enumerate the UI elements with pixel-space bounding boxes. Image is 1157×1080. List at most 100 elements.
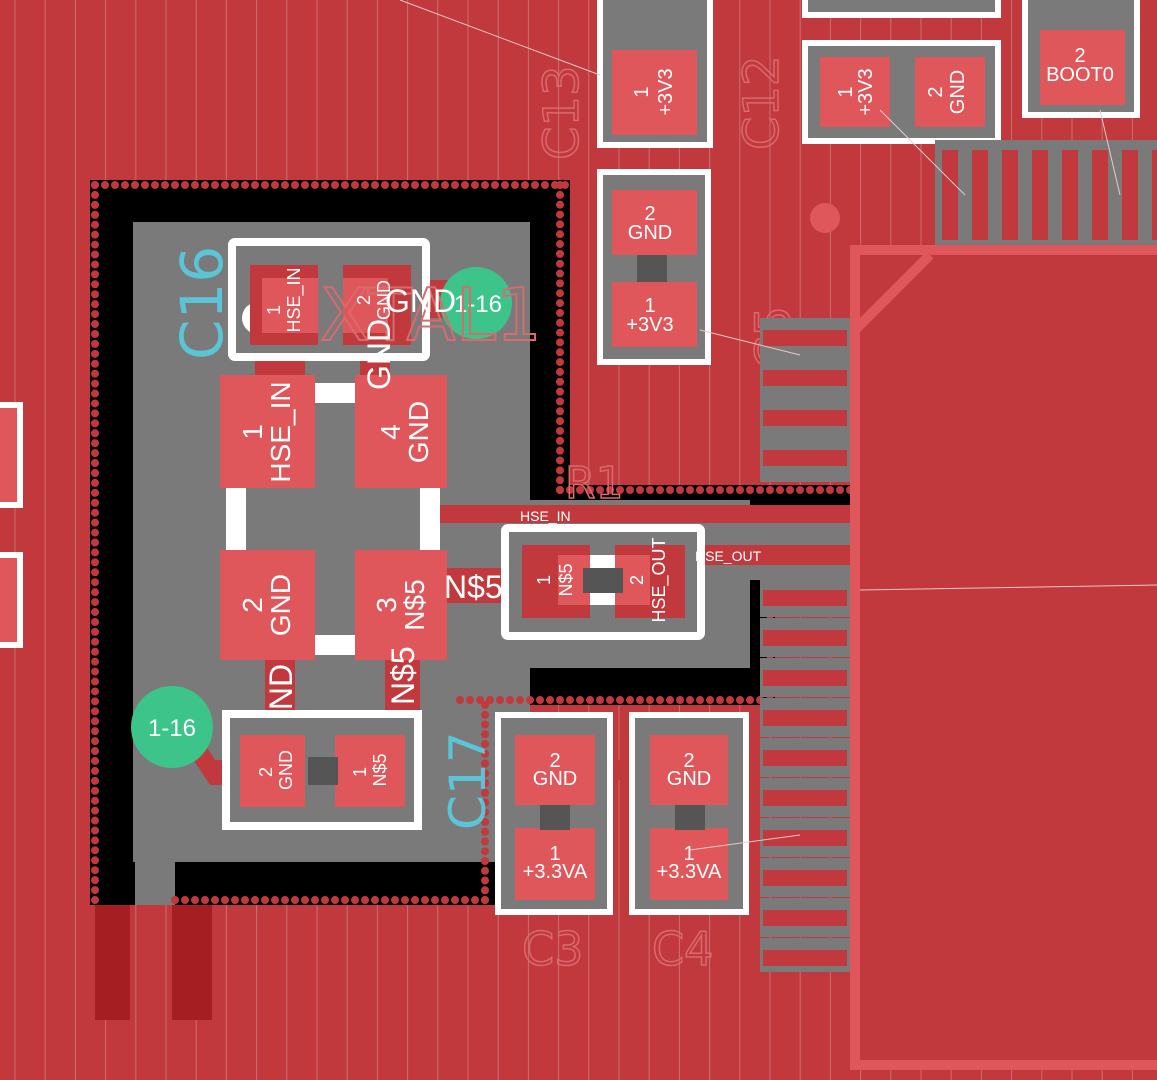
mcu-pin-pad xyxy=(763,410,847,426)
keepout-dot xyxy=(91,200,99,209)
svg-text:C12: C12 xyxy=(734,55,790,150)
keepout-dot xyxy=(726,696,734,704)
keepout-dot xyxy=(241,181,249,189)
keepout-dot xyxy=(91,806,99,815)
via[interactable]: 1-16 xyxy=(440,267,512,339)
xtal-small[interactable]: XTAL1 1 HSE_IN 2 GND GND xyxy=(228,238,543,361)
keepout-dot xyxy=(321,896,329,904)
svg-text:1: 1 xyxy=(264,305,284,315)
keepout-dot xyxy=(636,696,644,704)
svg-text:GND: GND xyxy=(374,280,394,320)
keepout-dot xyxy=(556,377,564,386)
keepout-dot xyxy=(666,696,674,704)
keepout-dot xyxy=(251,181,259,189)
keepout-dot xyxy=(181,181,189,189)
svg-text:BOOT0: BOOT0 xyxy=(1046,64,1114,86)
keepout-dot xyxy=(481,759,489,768)
svg-text:+3V3: +3V3 xyxy=(626,314,673,336)
keepout-dot xyxy=(696,486,704,494)
keepout-dot xyxy=(646,696,654,704)
via[interactable]: 1-16 xyxy=(131,686,213,768)
c17[interactable]: 2 GND 1 N$5 C17 xyxy=(222,710,497,830)
keepout-dot xyxy=(381,181,389,189)
keepout-dot xyxy=(91,796,99,805)
keepout-dot xyxy=(91,826,99,835)
keepout-dot xyxy=(91,439,99,448)
keepout-dot xyxy=(471,896,479,904)
xtal-big[interactable]: 1 HSE_IN 4 GND 2 GND 3 N$5 GND GND N$5 xyxy=(220,319,447,735)
boot0-part[interactable]: 2 BOOT0 xyxy=(1022,0,1140,118)
trace-label-hse-in: HSE_IN xyxy=(520,508,571,524)
mcu-pin-pad xyxy=(763,790,847,806)
keepout-dot xyxy=(736,486,744,494)
keepout-dot xyxy=(556,328,564,337)
keepout-dot xyxy=(91,786,99,795)
mcu-pin-pad xyxy=(763,870,847,886)
keepout-dot xyxy=(736,696,744,704)
keepout-dot xyxy=(451,181,459,189)
keepout-dot xyxy=(91,687,99,696)
keepout-dot xyxy=(321,181,329,189)
mcu-pin-pad xyxy=(1062,150,1078,240)
svg-text:N$5: N$5 xyxy=(370,753,390,786)
keepout-dot xyxy=(431,896,439,904)
mcu-pin-pad xyxy=(763,590,847,606)
keepout-dot xyxy=(556,358,564,367)
svg-text:+3.3VA: +3.3VA xyxy=(657,861,722,883)
keepout-dot xyxy=(556,190,564,199)
keepout-dot xyxy=(666,486,674,494)
svg-text:GND: GND xyxy=(947,70,969,114)
svg-text:1-16: 1-16 xyxy=(454,291,502,318)
keepout-dot xyxy=(241,896,249,904)
keepout-dot xyxy=(401,181,409,189)
keepout-dot xyxy=(161,181,169,189)
keepout-dot xyxy=(686,696,694,704)
keepout-dot xyxy=(91,776,99,785)
svg-text:N$5: N$5 xyxy=(399,579,430,630)
svg-text:2: 2 xyxy=(644,203,655,225)
keepout-dot xyxy=(121,181,129,189)
keepout-dot xyxy=(91,846,99,855)
keepout-dot xyxy=(576,486,584,494)
trace-label-hse-out: HSE_OUT xyxy=(695,548,762,564)
c3[interactable]: 2 GND 1 +3.3VA C3 xyxy=(495,712,613,977)
keepout-dot xyxy=(421,896,429,904)
keepout-dot xyxy=(191,181,199,189)
keepout-dot xyxy=(716,486,724,494)
keepout-dot xyxy=(91,449,99,458)
svg-text:2: 2 xyxy=(925,86,947,97)
svg-text:GND: GND xyxy=(533,768,577,790)
keepout-dot xyxy=(606,486,614,494)
keepout-dot xyxy=(656,696,664,704)
r1[interactable]: 1 N$5 2 HSE_OUT N$5 R1 xyxy=(444,457,705,640)
keepout-dot xyxy=(491,181,499,189)
keepout-dot xyxy=(481,769,489,778)
mcu-chip[interactable] xyxy=(760,140,1157,1070)
keepout-dot xyxy=(556,696,564,704)
keepout-dot xyxy=(556,338,564,347)
c4[interactable]: 2 GND 1 +3.3VA C4 xyxy=(629,712,749,977)
keepout-dot xyxy=(511,181,519,189)
keepout-dot xyxy=(91,310,99,319)
fiducial xyxy=(810,203,840,233)
mcu-pin-pad xyxy=(1092,150,1108,240)
keepout-dot xyxy=(516,696,524,704)
svg-text:HSE_IN: HSE_IN xyxy=(265,381,296,482)
c13[interactable]: 1 +3V3 C13 xyxy=(533,0,713,161)
svg-text:R1: R1 xyxy=(565,458,624,509)
keepout-dot xyxy=(91,210,99,219)
keepout-dot xyxy=(486,696,494,704)
svg-text:C17: C17 xyxy=(439,731,497,830)
keepout-dot xyxy=(91,508,99,517)
keepout-dot xyxy=(556,249,564,258)
keepout-dot xyxy=(91,181,99,189)
keepout-dot xyxy=(231,896,239,904)
c12[interactable]: 1 +3V3 2 GND C12 xyxy=(733,40,1001,151)
keepout-dot xyxy=(521,181,529,189)
keepout-dot xyxy=(421,181,429,189)
trace-hse-out[interactable] xyxy=(660,545,850,565)
keepout-dot xyxy=(706,486,714,494)
keepout-dot xyxy=(91,518,99,527)
keepout-dot xyxy=(311,896,319,904)
